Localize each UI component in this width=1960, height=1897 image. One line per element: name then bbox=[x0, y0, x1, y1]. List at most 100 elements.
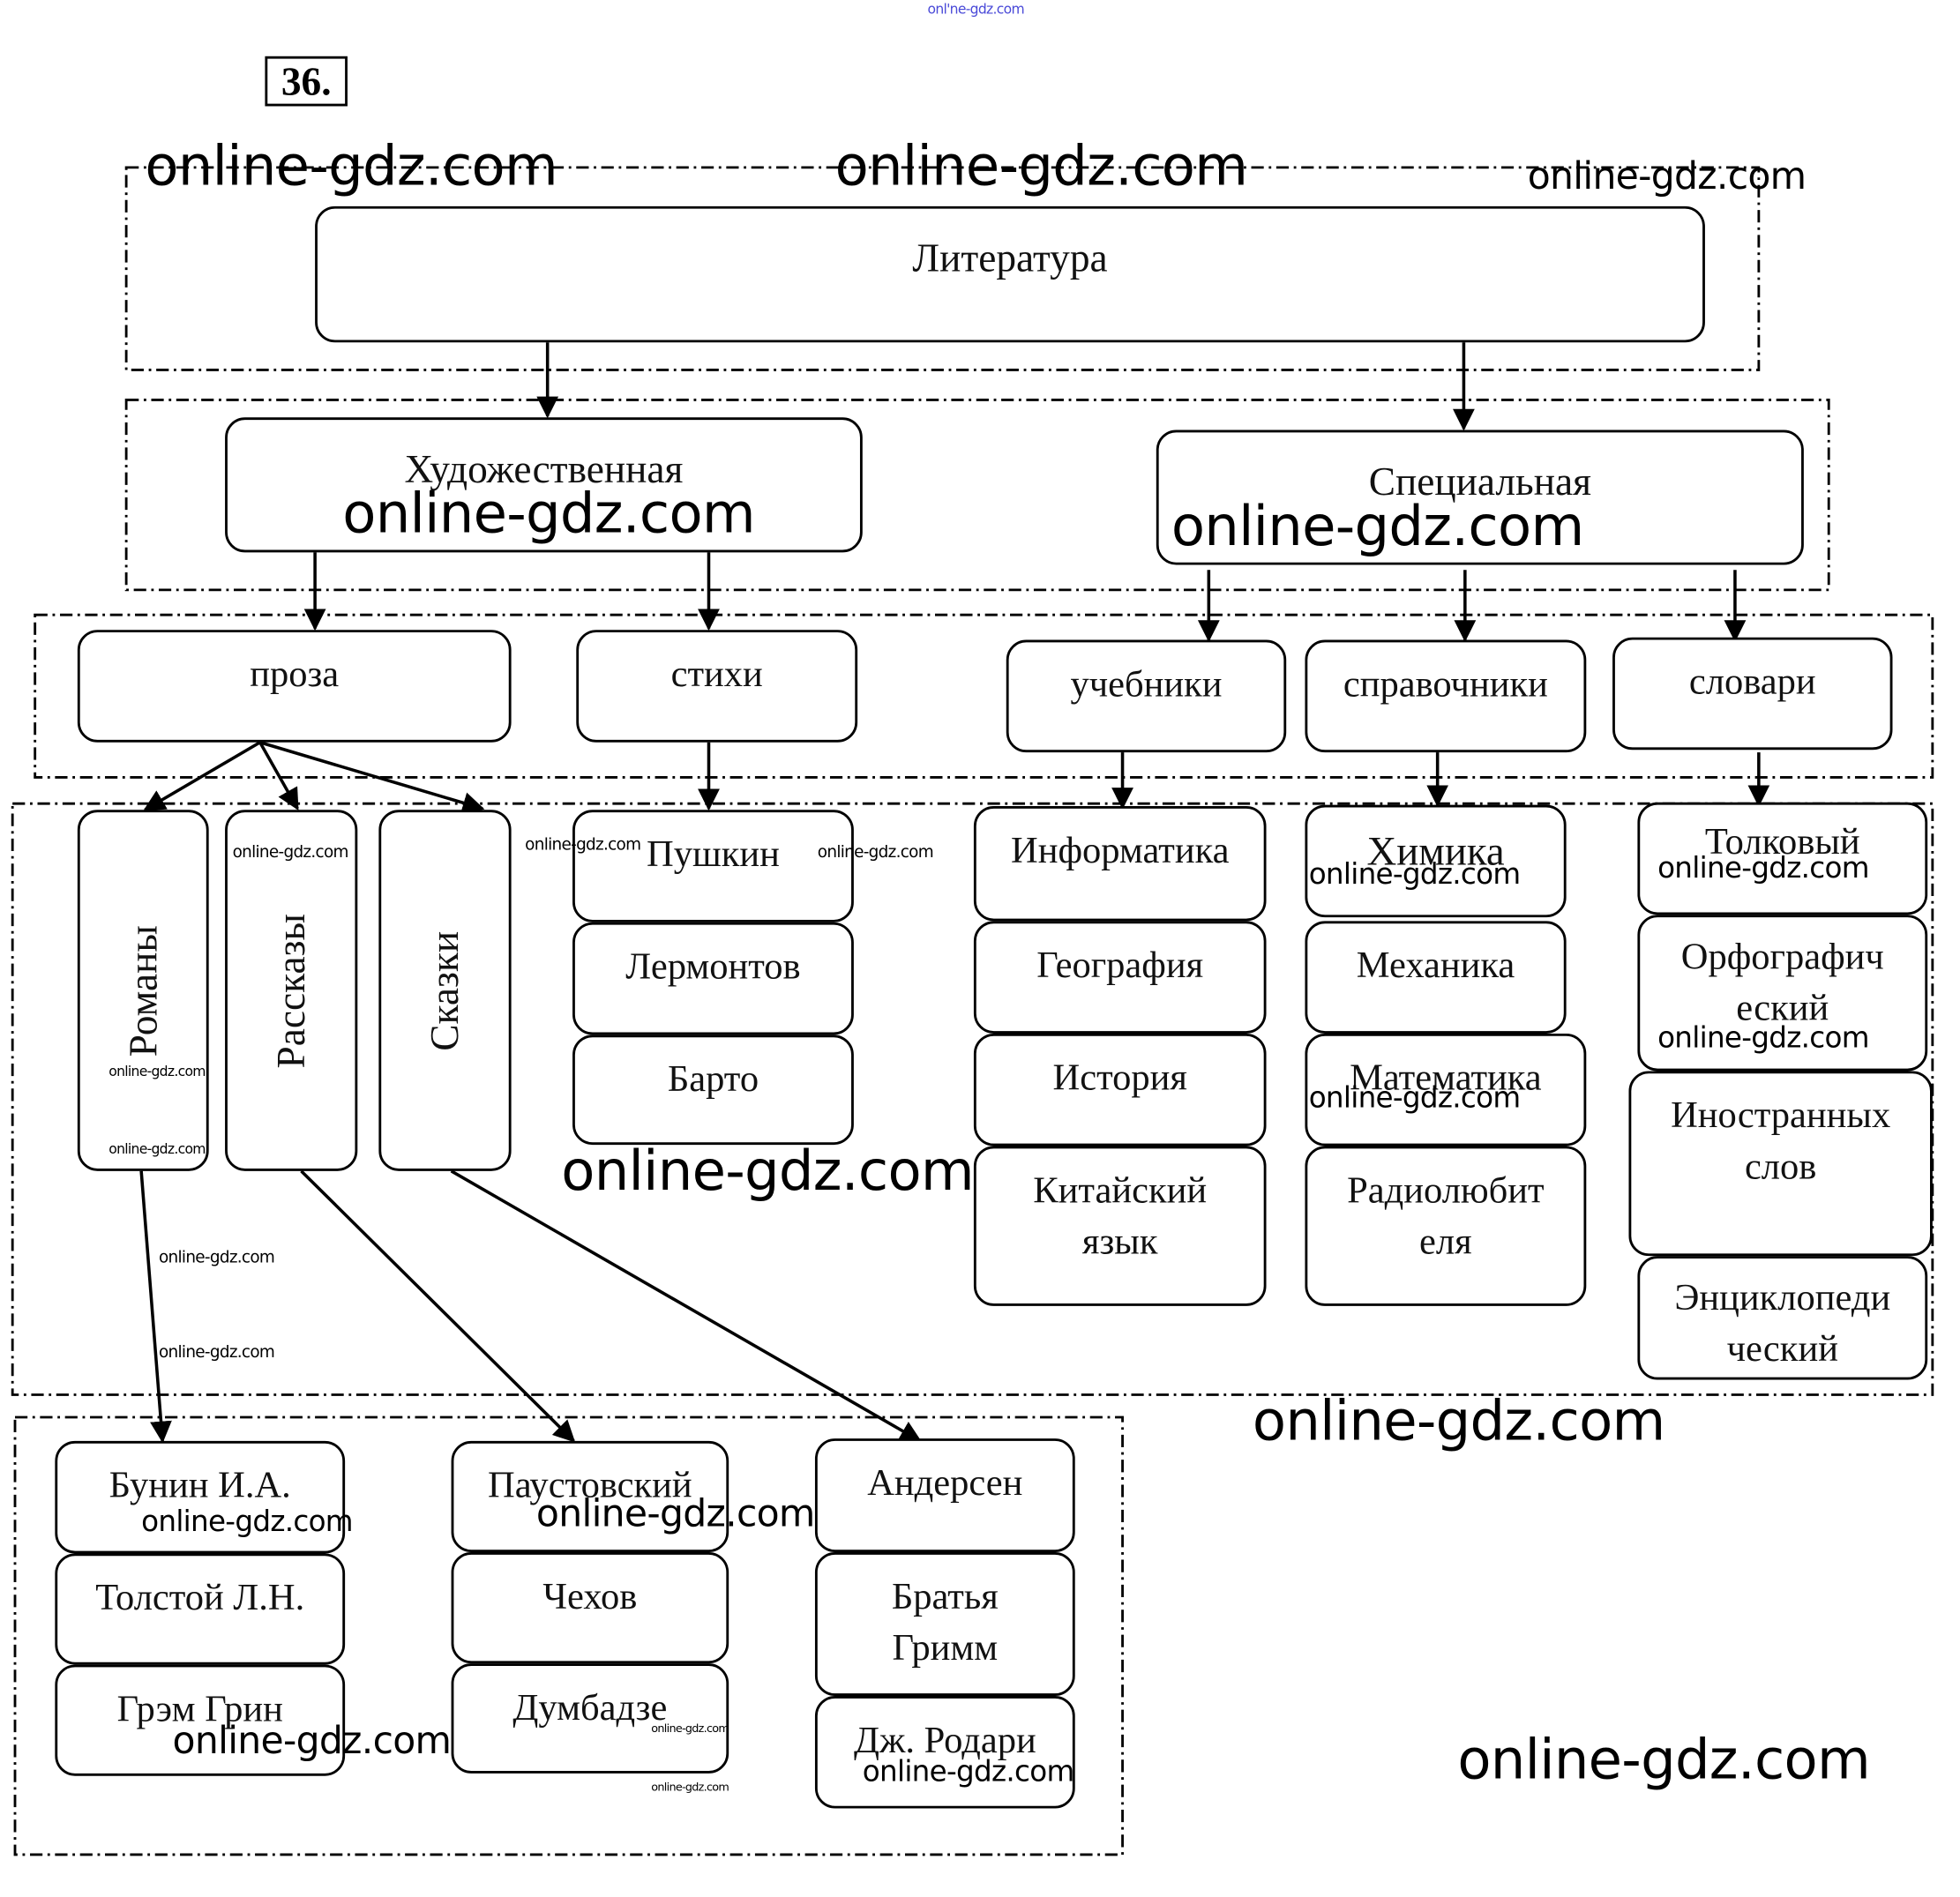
watermark: online-gdz.com bbox=[1308, 858, 1521, 892]
watermark: online-gdz.com bbox=[342, 482, 755, 547]
task-number: 36. bbox=[265, 56, 348, 107]
node-poems: стихи bbox=[576, 630, 858, 743]
node-tales: Сказки bbox=[378, 810, 512, 1171]
node-label: Художественная bbox=[404, 445, 684, 491]
watermark: online-gdz.com bbox=[1252, 1389, 1665, 1454]
arrow-prose-novels bbox=[143, 741, 261, 811]
watermark: online-gdz.com bbox=[141, 1505, 353, 1539]
node-label: учебники bbox=[1070, 663, 1223, 706]
node-label: Барто bbox=[667, 1058, 759, 1101]
node-dictionary: Иностранных слов bbox=[1628, 1071, 1933, 1257]
node-label: Чехов bbox=[542, 1575, 638, 1617]
node-dictionary: Толковый bbox=[1637, 802, 1928, 915]
node-label: стихи bbox=[670, 653, 763, 695]
node-label: Химика bbox=[1366, 829, 1505, 875]
node-label: Романы bbox=[119, 924, 165, 1057]
node-prose: проза bbox=[77, 630, 512, 743]
watermark: onl'ne-gdz.com bbox=[927, 1, 1024, 18]
node-label: Лермонтов bbox=[625, 945, 801, 988]
node-author: Паустовский bbox=[451, 1440, 729, 1553]
watermark: online-gdz.com bbox=[525, 836, 641, 855]
arrow-stories-authors bbox=[300, 1169, 576, 1443]
node-author: Бунин И.А. bbox=[55, 1440, 346, 1554]
node-reference: Химика bbox=[1305, 804, 1567, 918]
node-author: Грэм Грин bbox=[55, 1664, 346, 1776]
watermark: online-gdz.com bbox=[145, 135, 558, 199]
node-label: История bbox=[1052, 1057, 1187, 1099]
watermark: online-gdz.com bbox=[232, 843, 349, 863]
arrow-tales-authors bbox=[450, 1169, 923, 1443]
node-label: справочники bbox=[1343, 663, 1548, 706]
node-reference: Радиолюбит еля bbox=[1305, 1146, 1587, 1306]
node-label: Специальная bbox=[1368, 459, 1591, 504]
node-novels: Романы bbox=[77, 810, 209, 1171]
watermark: online-gdz.com bbox=[1171, 495, 1584, 559]
node-label: Иностранных слов bbox=[1671, 1094, 1891, 1187]
node-label: Математика bbox=[1350, 1057, 1542, 1099]
node-author: Толстой Л.Н. bbox=[55, 1553, 346, 1665]
node-dictionary: Орфографич еский bbox=[1637, 915, 1928, 1072]
node-label: Паустовский bbox=[488, 1464, 692, 1506]
node-author: Думбадзе bbox=[451, 1663, 729, 1774]
node-label: Китайский язык bbox=[1033, 1169, 1208, 1262]
node-author: Дж. Родари bbox=[814, 1696, 1075, 1809]
watermark: online-gdz.com bbox=[108, 1063, 206, 1080]
node-label: Сказки bbox=[422, 930, 468, 1051]
watermark: online-gdz.com bbox=[1308, 1082, 1521, 1116]
watermark: online-gdz.com bbox=[535, 1492, 815, 1536]
node-dictionary: Энциклопеди ческий bbox=[1637, 1256, 1928, 1380]
node-label: Радиолюбит еля bbox=[1347, 1169, 1545, 1262]
node-textbook: Информатика bbox=[973, 806, 1267, 922]
node-label: Литература bbox=[912, 235, 1108, 280]
watermark: online-gdz.com bbox=[108, 1140, 206, 1158]
node-literature: Литература bbox=[315, 205, 1705, 343]
node-author: Андерсен bbox=[814, 1438, 1075, 1553]
node-label: Андерсен bbox=[867, 1462, 1023, 1504]
watermark: online-gdz.com bbox=[158, 1248, 275, 1267]
node-textbook: География bbox=[973, 921, 1267, 1034]
node-poet: Лермонтов bbox=[572, 922, 854, 1035]
node-label: География bbox=[1036, 945, 1204, 987]
watermark: online-gdz.com bbox=[1657, 1022, 1869, 1056]
node-label: Думбадзе bbox=[512, 1687, 668, 1729]
watermark: online-gdz.com bbox=[1527, 154, 1807, 199]
watermark: online-gdz.com bbox=[834, 135, 1248, 199]
node-reference: Механика bbox=[1305, 921, 1567, 1034]
node-label: проза bbox=[250, 653, 340, 695]
node-textbook: Китайский язык bbox=[973, 1146, 1267, 1306]
node-poet: Пушкин bbox=[572, 810, 854, 922]
node-label: Механика bbox=[1356, 945, 1515, 987]
watermark: online-gdz.com bbox=[158, 1343, 275, 1363]
node-label: Орфографич еский bbox=[1680, 936, 1884, 1028]
watermark: online-gdz.com bbox=[1657, 852, 1869, 885]
node-label: Дж. Родари bbox=[853, 1719, 1036, 1761]
node-fiction: Художественная bbox=[225, 417, 863, 553]
node-reference: Математика bbox=[1305, 1033, 1587, 1146]
node-label: Толстой Л.Н. bbox=[95, 1577, 305, 1619]
watermark: online-gdz.com bbox=[1457, 1728, 1871, 1793]
node-label: Толковый bbox=[1704, 821, 1860, 863]
watermark: online-gdz.com bbox=[817, 843, 934, 863]
node-label: Рассказы bbox=[267, 913, 313, 1068]
node-dictionaries: словари bbox=[1612, 637, 1893, 751]
node-textbooks: учебники bbox=[1006, 639, 1287, 753]
node-references: справочники bbox=[1305, 639, 1587, 753]
node-poet: Барто bbox=[572, 1034, 854, 1146]
node-special: Специальная bbox=[1156, 429, 1804, 565]
arrow-novels-authors bbox=[139, 1170, 172, 1444]
node-label: Информатика bbox=[1010, 829, 1230, 871]
watermark: online-gdz.com bbox=[862, 1756, 1074, 1789]
node-textbook: История bbox=[973, 1033, 1267, 1146]
arrow-prose-stories bbox=[258, 741, 299, 811]
watermark: online-gdz.com bbox=[172, 1719, 452, 1764]
watermark: online-gdz.com bbox=[651, 1781, 729, 1795]
node-label: словари bbox=[1688, 661, 1816, 703]
node-label: Бунин И.А. bbox=[108, 1464, 291, 1506]
node-stories: Рассказы bbox=[225, 810, 358, 1171]
node-author: Чехов bbox=[451, 1552, 729, 1664]
node-author: Братья Гримм bbox=[814, 1552, 1075, 1697]
node-label: Энциклопеди ческий bbox=[1674, 1277, 1891, 1370]
watermark: online-gdz.com bbox=[561, 1139, 974, 1204]
node-label: Грэм Грин bbox=[116, 1688, 283, 1730]
